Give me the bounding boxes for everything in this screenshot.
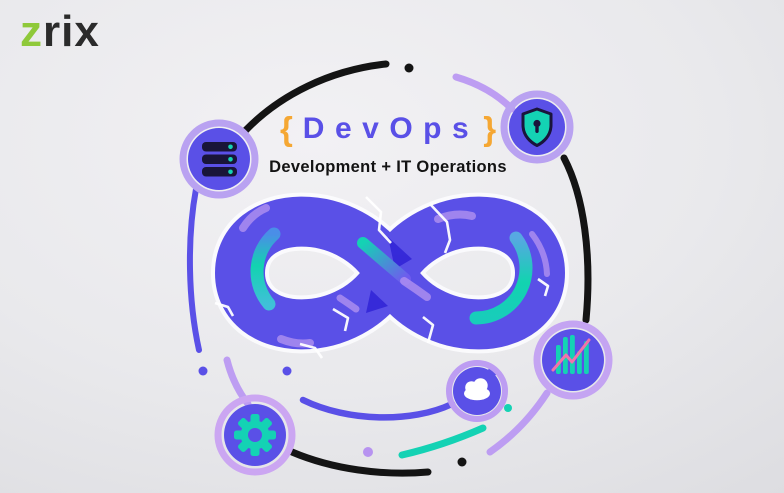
title-block: { DevOps} Development + IT Operations (269, 112, 507, 177)
open-brace: { (279, 110, 293, 147)
logo-rix: rix (43, 7, 100, 56)
devops-text: DevOps (302, 112, 480, 145)
cloud-icon (446, 360, 508, 422)
teal-dot (504, 404, 512, 412)
lavender-streaks (239, 204, 550, 348)
security-shield-icon (500, 90, 574, 164)
zrix-logo: zrix (20, 10, 100, 54)
purple-dot (198, 366, 208, 376)
black-dot (404, 63, 414, 73)
teal-arc-left (250, 227, 281, 311)
close-brace: } (483, 110, 497, 147)
logo-z: z (20, 7, 43, 56)
lavender-dot (363, 447, 373, 457)
teal-streak (357, 237, 411, 285)
crossing-shadows (366, 237, 412, 313)
devops-heading: { DevOps} (269, 112, 507, 145)
black-dot (457, 457, 467, 467)
crack-lines (214, 196, 550, 359)
teal-arc-right (469, 231, 533, 325)
purple-dot (282, 366, 292, 376)
orbit-arcs (186, 60, 592, 477)
gear-icon (214, 394, 296, 476)
infinity-symbol (211, 192, 569, 359)
database-server-icon (179, 119, 259, 199)
bar-chart-icon (533, 320, 613, 400)
devops-subtitle: Development + IT Operations (269, 158, 507, 176)
